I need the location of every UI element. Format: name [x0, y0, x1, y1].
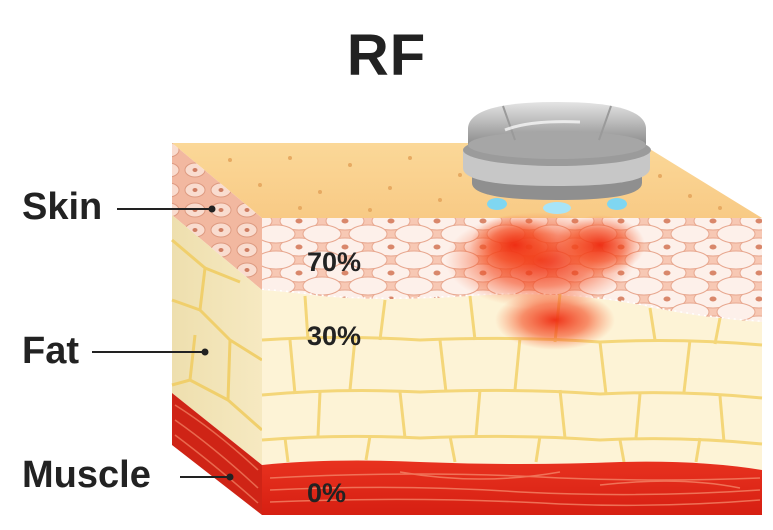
fat-label: Fat: [22, 330, 79, 372]
muscle-label: Muscle: [22, 454, 151, 496]
muscle-side-face: [172, 393, 262, 515]
muscle-fibers: [269, 471, 761, 507]
muscle-percentage: 0%: [307, 478, 346, 508]
rf-device-icon: [463, 102, 651, 214]
fat-percentage: 30%: [307, 321, 361, 351]
skin-pores: [228, 156, 722, 212]
fat-side-face: [172, 215, 262, 465]
skin-percentage: 70%: [307, 247, 361, 277]
skin-label: Skin: [22, 186, 103, 228]
leader-lines: [92, 205, 234, 481]
rf-heat-zone: [445, 212, 645, 350]
skin-side-face: [172, 143, 262, 290]
fat-side-lines: [171, 238, 263, 432]
diagram-title: RF: [346, 23, 427, 88]
